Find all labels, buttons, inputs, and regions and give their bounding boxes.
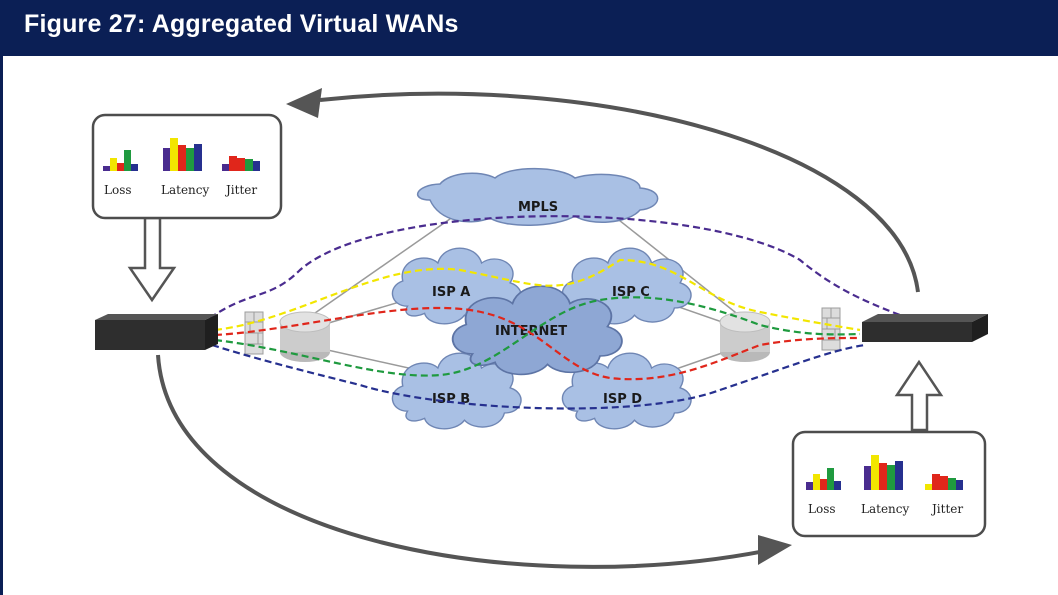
metric-label-latency: Latency (161, 183, 209, 197)
virtual-wan-paths (209, 215, 901, 410)
router-icon (279, 311, 331, 362)
cloud-label-isp-c: ISP C (612, 285, 650, 300)
path-blue (211, 343, 866, 410)
firewall-icon (821, 307, 841, 351)
metrics-panel-right: Loss Latency Jitter (791, 430, 987, 538)
path-green (214, 296, 861, 377)
metric-label-loss: Loss (104, 183, 132, 197)
metric-label-jitter: Jitter (930, 502, 963, 516)
feedback-arrow-icon (286, 88, 920, 293)
wan-appliance-icon (95, 314, 218, 350)
metric-label-latency: Latency (861, 502, 909, 516)
metrics-bar-chart-icon (925, 474, 963, 490)
metrics-panel-left: Loss Latency Jitter (91, 113, 283, 220)
cloud-icon (417, 167, 659, 226)
figure-title: Figure 27: Aggregated Virtual WANs (24, 10, 459, 38)
cloud-label-mpls: MPLS (518, 200, 558, 215)
metrics-bar-chart-icon (222, 156, 260, 171)
figure-title-bar: Figure 27: Aggregated Virtual WANs (0, 0, 1058, 56)
metric-label-loss: Loss (808, 502, 836, 516)
path-purple (209, 215, 901, 319)
feedback-arrow-icon (156, 354, 792, 569)
path-red (214, 306, 861, 381)
metrics-bar-chart-icon (103, 150, 138, 171)
metrics-bar-chart-icon (163, 138, 202, 171)
cloud-label-isp-d: ISP D (603, 392, 642, 407)
down-arrow-icon (127, 216, 177, 303)
metrics-bar-chart-icon (864, 455, 903, 490)
wan-appliance-icon (862, 314, 988, 342)
up-arrow-icon (894, 359, 944, 432)
metric-label-jitter: Jitter (224, 183, 257, 197)
path-yellow (214, 258, 861, 332)
cloud-label-isp-a: ISP A (432, 285, 470, 300)
metrics-bar-chart-icon (806, 468, 841, 490)
figure-frame-left (0, 56, 3, 595)
